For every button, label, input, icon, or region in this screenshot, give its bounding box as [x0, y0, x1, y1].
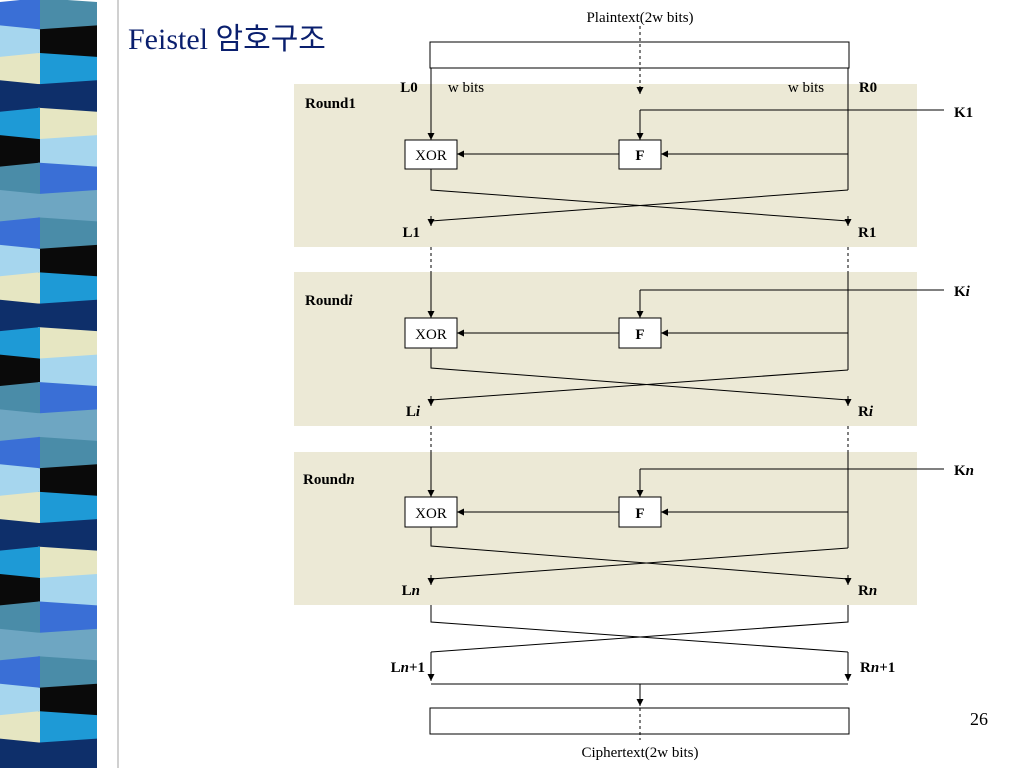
strip-segment	[0, 327, 40, 361]
strip-segment	[38, 25, 97, 59]
strip-segment	[38, 190, 97, 224]
r0-label: R0	[859, 80, 877, 96]
strip-segment	[0, 162, 40, 196]
f-box-round-i	[618, 317, 662, 349]
strip-segment	[0, 0, 40, 32]
l1-label: L1	[402, 225, 420, 241]
strip-segment	[0, 25, 40, 59]
strip-segment	[0, 683, 40, 718]
strip-segment	[0, 546, 40, 580]
round-i-label: Roundi	[305, 293, 353, 309]
slide-title: Feistel 암호구조	[128, 23, 326, 56]
strip-segment	[38, 711, 97, 745]
strip-segment	[0, 574, 40, 608]
round-1-label: Round1	[305, 96, 356, 112]
ri-label: Ri	[858, 404, 874, 420]
strip-segment	[0, 190, 40, 224]
strip-segment	[38, 601, 97, 635]
strip-segment	[38, 628, 97, 663]
xor-label: XOR	[415, 327, 447, 343]
strip-segment	[0, 628, 40, 663]
strip-segment	[38, 135, 97, 169]
strip-segment	[0, 354, 40, 388]
strip-segment	[38, 656, 97, 690]
strip-segment	[38, 162, 97, 196]
r1-label: R1	[858, 225, 876, 241]
strip-segment	[38, 464, 97, 498]
l0-label: L0	[400, 80, 418, 96]
rn1-label: Rn+1	[860, 660, 895, 676]
strip-segment	[0, 601, 40, 635]
strip-segment	[38, 107, 97, 142]
strip-segment	[38, 52, 97, 87]
strip-segment	[0, 409, 40, 443]
strip-segment	[38, 519, 97, 553]
decorative-side-strip	[0, 0, 120, 768]
rn-label: Rn	[858, 583, 877, 599]
strip-segment	[0, 80, 40, 114]
ln-label: Ln	[402, 583, 420, 599]
strip-segment	[0, 382, 40, 416]
key-n-label: Kn	[954, 463, 974, 479]
f-label: F	[635, 148, 644, 164]
strip-segment	[38, 244, 97, 279]
key-1-label: K1	[954, 105, 973, 121]
ln1-label: Ln+1	[391, 660, 425, 676]
strip-segment	[0, 464, 40, 498]
round-panel-n	[294, 452, 917, 605]
strip-segment	[0, 217, 40, 251]
xor-label: XOR	[415, 506, 447, 522]
page-number: 26	[970, 709, 988, 729]
strip-segment	[38, 80, 97, 114]
f-label: F	[635, 506, 644, 522]
strip-segment	[0, 491, 40, 526]
strip-segment	[38, 436, 97, 471]
f-label: F	[635, 327, 644, 343]
round-panel-i	[294, 272, 917, 426]
strip-segment	[38, 217, 97, 251]
strip-segment	[0, 711, 40, 745]
round-panel-1	[294, 84, 917, 247]
ciphertext-block	[429, 707, 850, 735]
plaintext-label: Plaintext(2w bits)	[586, 10, 693, 26]
strip-segment	[38, 574, 97, 608]
strip-segment	[38, 491, 97, 526]
strip-segment	[38, 546, 97, 580]
strip-segment	[38, 299, 97, 334]
strip-segment	[38, 272, 97, 306]
strip-segment	[38, 409, 97, 443]
strip-segment	[38, 683, 97, 718]
strip-segment	[0, 244, 40, 279]
strip-segment	[38, 354, 97, 388]
strip-segment	[38, 738, 97, 768]
strip-segment	[0, 52, 40, 87]
xor-label: XOR	[415, 148, 447, 164]
strip-segment	[0, 738, 40, 768]
ciphertext-label: Ciphertext(2w bits)	[581, 745, 698, 761]
w-bits-right: w bits	[788, 80, 824, 96]
f-box-round-1	[618, 139, 662, 170]
strip-segment	[0, 272, 40, 306]
strip-segment	[0, 656, 40, 690]
strip-segment	[38, 0, 97, 32]
strip-segment	[38, 327, 97, 361]
strip-segment	[0, 299, 40, 334]
strip-segment	[0, 135, 40, 169]
li-label: Li	[406, 404, 421, 420]
strip-segment	[0, 436, 40, 471]
round-n-label: Roundn	[303, 472, 355, 488]
strip-segment	[0, 107, 40, 142]
strip-segment	[0, 519, 40, 553]
key-i-label: Ki	[954, 284, 971, 300]
strip-segment	[38, 382, 97, 416]
w-bits-left: w bits	[448, 80, 484, 96]
